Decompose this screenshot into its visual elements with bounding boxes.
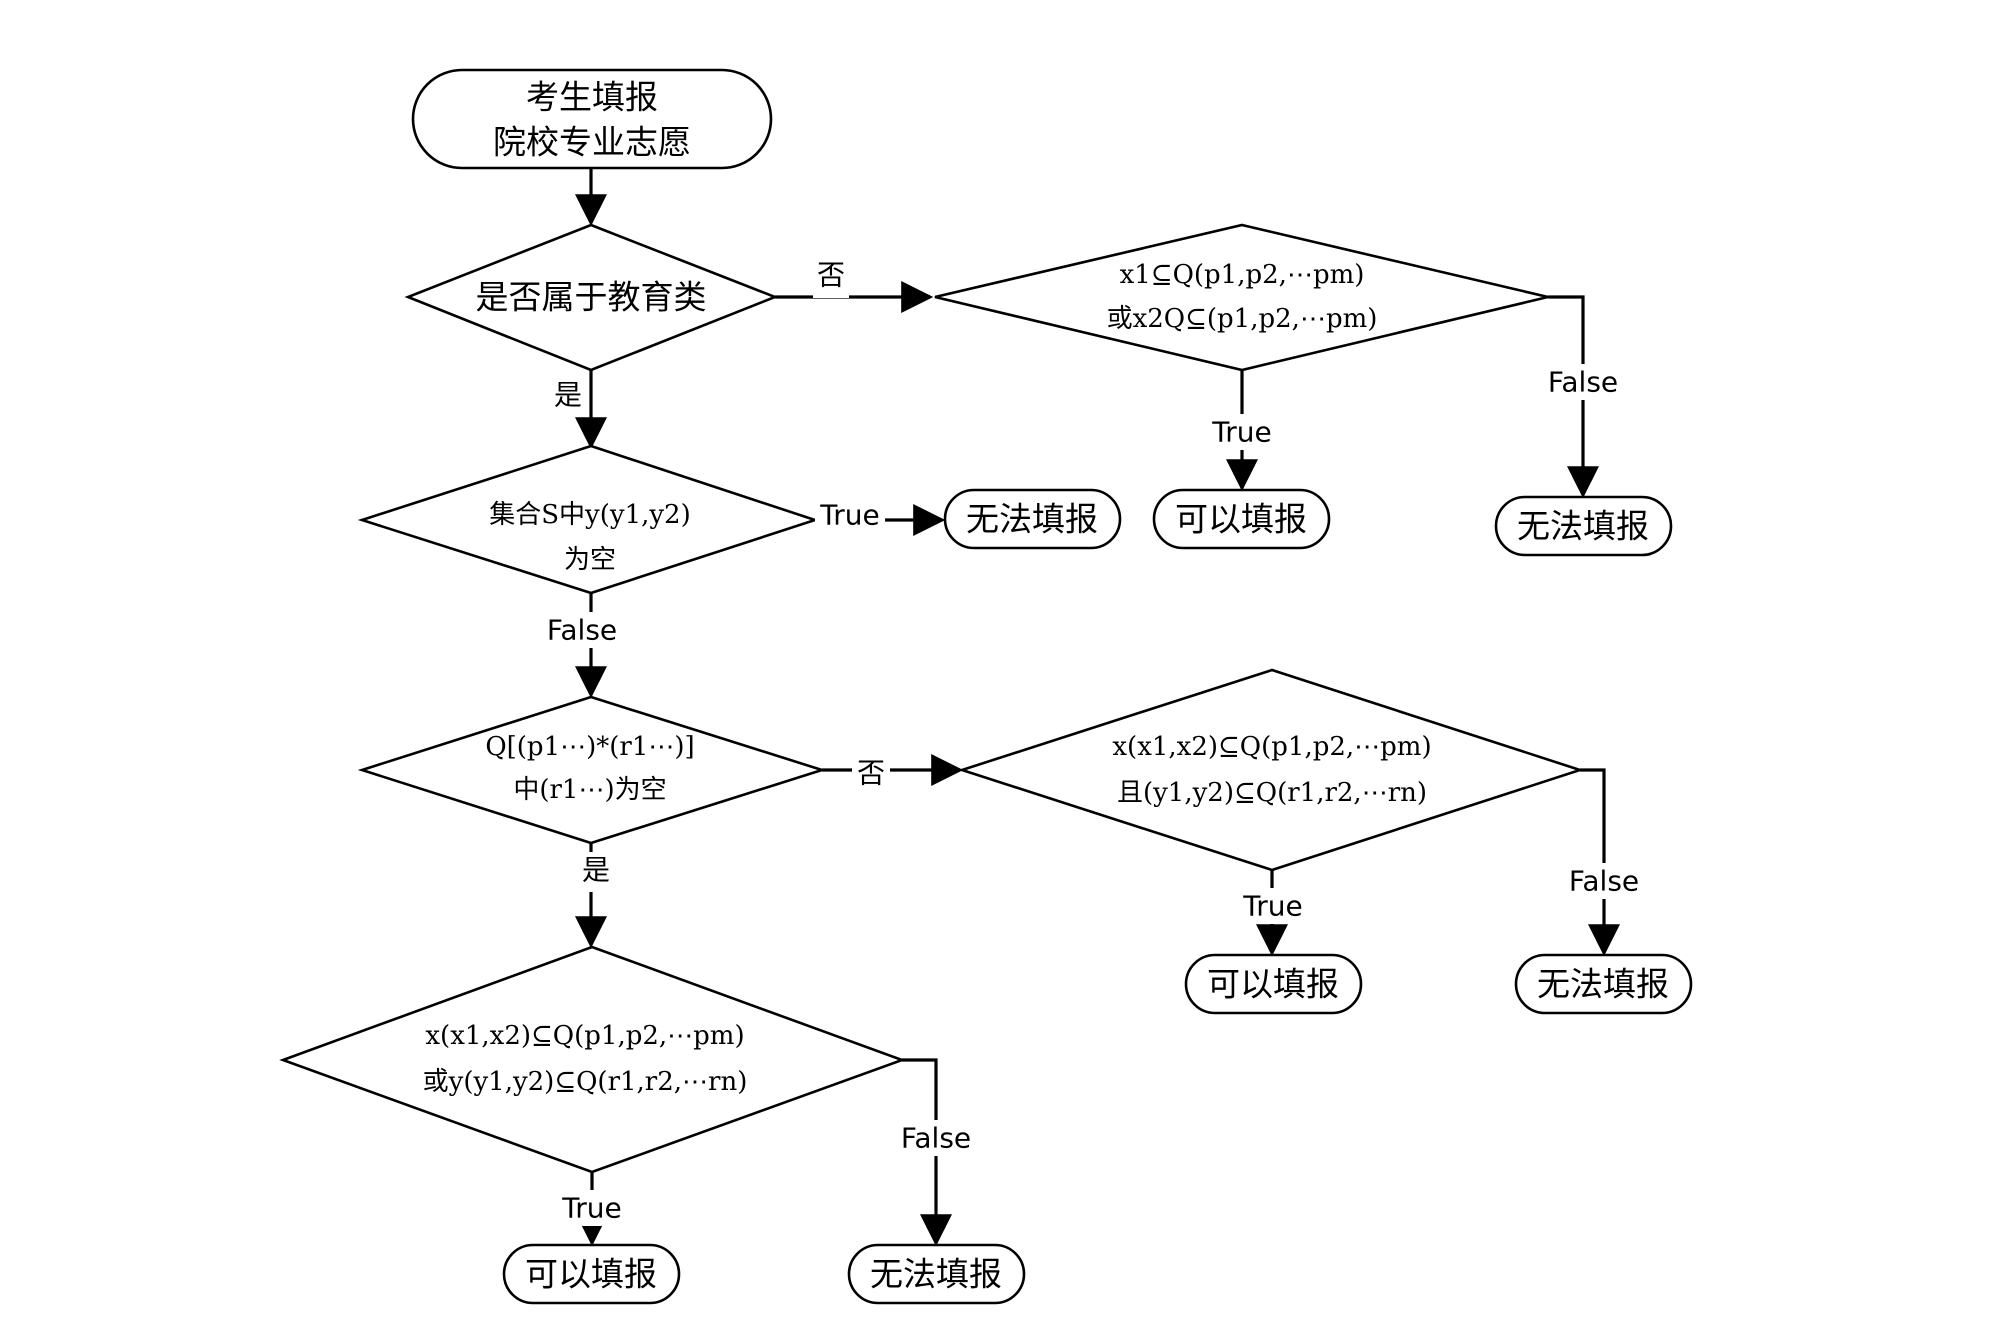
edge-label-d5-true: True (1242, 890, 1302, 923)
decision-education-shape (404, 223, 779, 372)
decision-x-in-q-line1: x1⊆Q(p1,p2,⋯pm) (1120, 260, 1365, 290)
edge-d2-to-t3 (1548, 295, 1599, 499)
terminal-cannot-apply-1-shape (943, 488, 1122, 550)
decision-x-or-y-line1: x(x1,x2)⊆Q(p1,p2,⋯pm) (425, 1021, 744, 1051)
terminal-cannot-apply-4: 无法填报 (847, 1243, 1026, 1305)
decision-x-and-y-line1: x(x1,x2)⊆Q(p1,p2,⋯pm) (1112, 732, 1431, 762)
decision-x-or-y-shape (279, 945, 906, 1174)
nodes: 考生填报 院校专业志愿 是否属于教育类 x1⊆Q(p1,p2,⋯pm) 或x2Q… (279, 68, 1693, 1305)
terminal-can-apply-3-text: 可以填报 (525, 1255, 657, 1294)
terminal-can-apply-3: 可以填报 (502, 1243, 681, 1305)
edge-label-d5-false: False (1569, 865, 1639, 898)
terminal-cannot-apply-4-text: 无法填报 (870, 1255, 1002, 1294)
terminal-cannot-apply-3-shape (1514, 953, 1693, 1015)
terminal-cannot-apply-4-shape (847, 1243, 1026, 1305)
decision-x-in-q: x1⊆Q(p1,p2,⋯pm) 或x2Q⊆(p1,p2,⋯pm) (934, 223, 1549, 372)
terminal-cannot-apply-1: 无法填报 (943, 488, 1122, 550)
terminal-can-apply-3-shape (502, 1243, 681, 1305)
terminal-cannot-apply-1-text: 无法填报 (966, 500, 1098, 539)
terminal-cannot-apply-2: 无法填报 (1494, 495, 1673, 557)
terminal-can-apply-1-text: 可以填报 (1175, 500, 1307, 539)
edge-label-d6-true: True (561, 1192, 621, 1225)
terminal-cannot-apply-2-text: 无法填报 (1517, 507, 1649, 546)
decision-r-empty-shape (357, 695, 827, 845)
edge-label-d1-no: 否 (817, 259, 845, 292)
edge-d6-to-t7 (902, 1058, 952, 1247)
decision-set-s-empty-shape (357, 444, 820, 595)
terminal-can-apply-2-shape (1184, 953, 1363, 1015)
edge-label-d1-yes: 是 (554, 379, 582, 412)
terminal-can-apply-2-text: 可以填报 (1207, 965, 1339, 1004)
edge-label-d4-yes: 是 (582, 854, 610, 887)
decision-x-and-y-shape (957, 668, 1585, 872)
edge-d5-to-t5 (1580, 768, 1620, 957)
decision-set-s-empty: 集合S中y(y1,y2) 为空 (357, 444, 820, 595)
terminal-cannot-apply-3-text: 无法填报 (1537, 965, 1669, 1004)
start-node-shape (411, 68, 773, 170)
decision-x-and-y: x(x1,x2)⊆Q(p1,p2,⋯pm) 且(y1,y2)⊆Q(r1,r2,⋯… (957, 668, 1585, 872)
terminal-can-apply-1-shape (1152, 488, 1331, 550)
edge-label-d2-false: False (1548, 366, 1618, 399)
terminal-cannot-apply-2-shape (1494, 495, 1673, 557)
decision-x-or-y: x(x1,x2)⊆Q(p1,p2,⋯pm) 或y(y1,y2)⊆Q(r1,r2,… (279, 945, 906, 1174)
edge-label-d2-true: True (1211, 416, 1271, 449)
decision-set-s-empty-line1: 集合S中y(y1,y2) (489, 500, 691, 530)
decision-education-text: 是否属于教育类 (476, 278, 707, 317)
edge-label-d6-false: False (901, 1122, 971, 1155)
start-node-line2: 院校专业志愿 (493, 123, 691, 162)
terminal-can-apply-1: 可以填报 (1152, 488, 1331, 550)
decision-x-or-y-line2: 或y(y1,y2)⊆Q(r1,r2,⋯rn) (423, 1067, 748, 1097)
edge-labels: 否 是 True False True False 否 是 True False… (541, 258, 1645, 1226)
decision-x-in-q-shape (934, 223, 1549, 372)
start-node-line1: 考生填报 (526, 78, 658, 117)
decision-x-and-y-line2: 且(y1,y2)⊆Q(r1,r2,⋯rn) (1117, 778, 1427, 808)
decision-x-in-q-line2: 或x2Q⊆(p1,p2,⋯pm) (1107, 304, 1378, 334)
start-node: 考生填报 院校专业志愿 (411, 68, 773, 170)
edge-label-d3-true: True (819, 499, 879, 532)
edge-label-d4-no: 否 (857, 757, 885, 790)
decision-r-empty: Q[(p1⋯)*(r1⋯)] 中(r1⋯)为空 (357, 695, 827, 845)
decision-set-s-empty-line2: 为空 (564, 545, 616, 575)
decision-education: 是否属于教育类 (404, 223, 779, 372)
terminal-cannot-apply-3: 无法填报 (1514, 953, 1693, 1015)
decision-r-empty-line1: Q[(p1⋯)*(r1⋯)] (485, 732, 694, 762)
decision-r-empty-line2: 中(r1⋯)为空 (513, 775, 666, 805)
terminal-can-apply-2: 可以填报 (1184, 953, 1363, 1015)
edge-label-d3-false: False (547, 614, 617, 647)
